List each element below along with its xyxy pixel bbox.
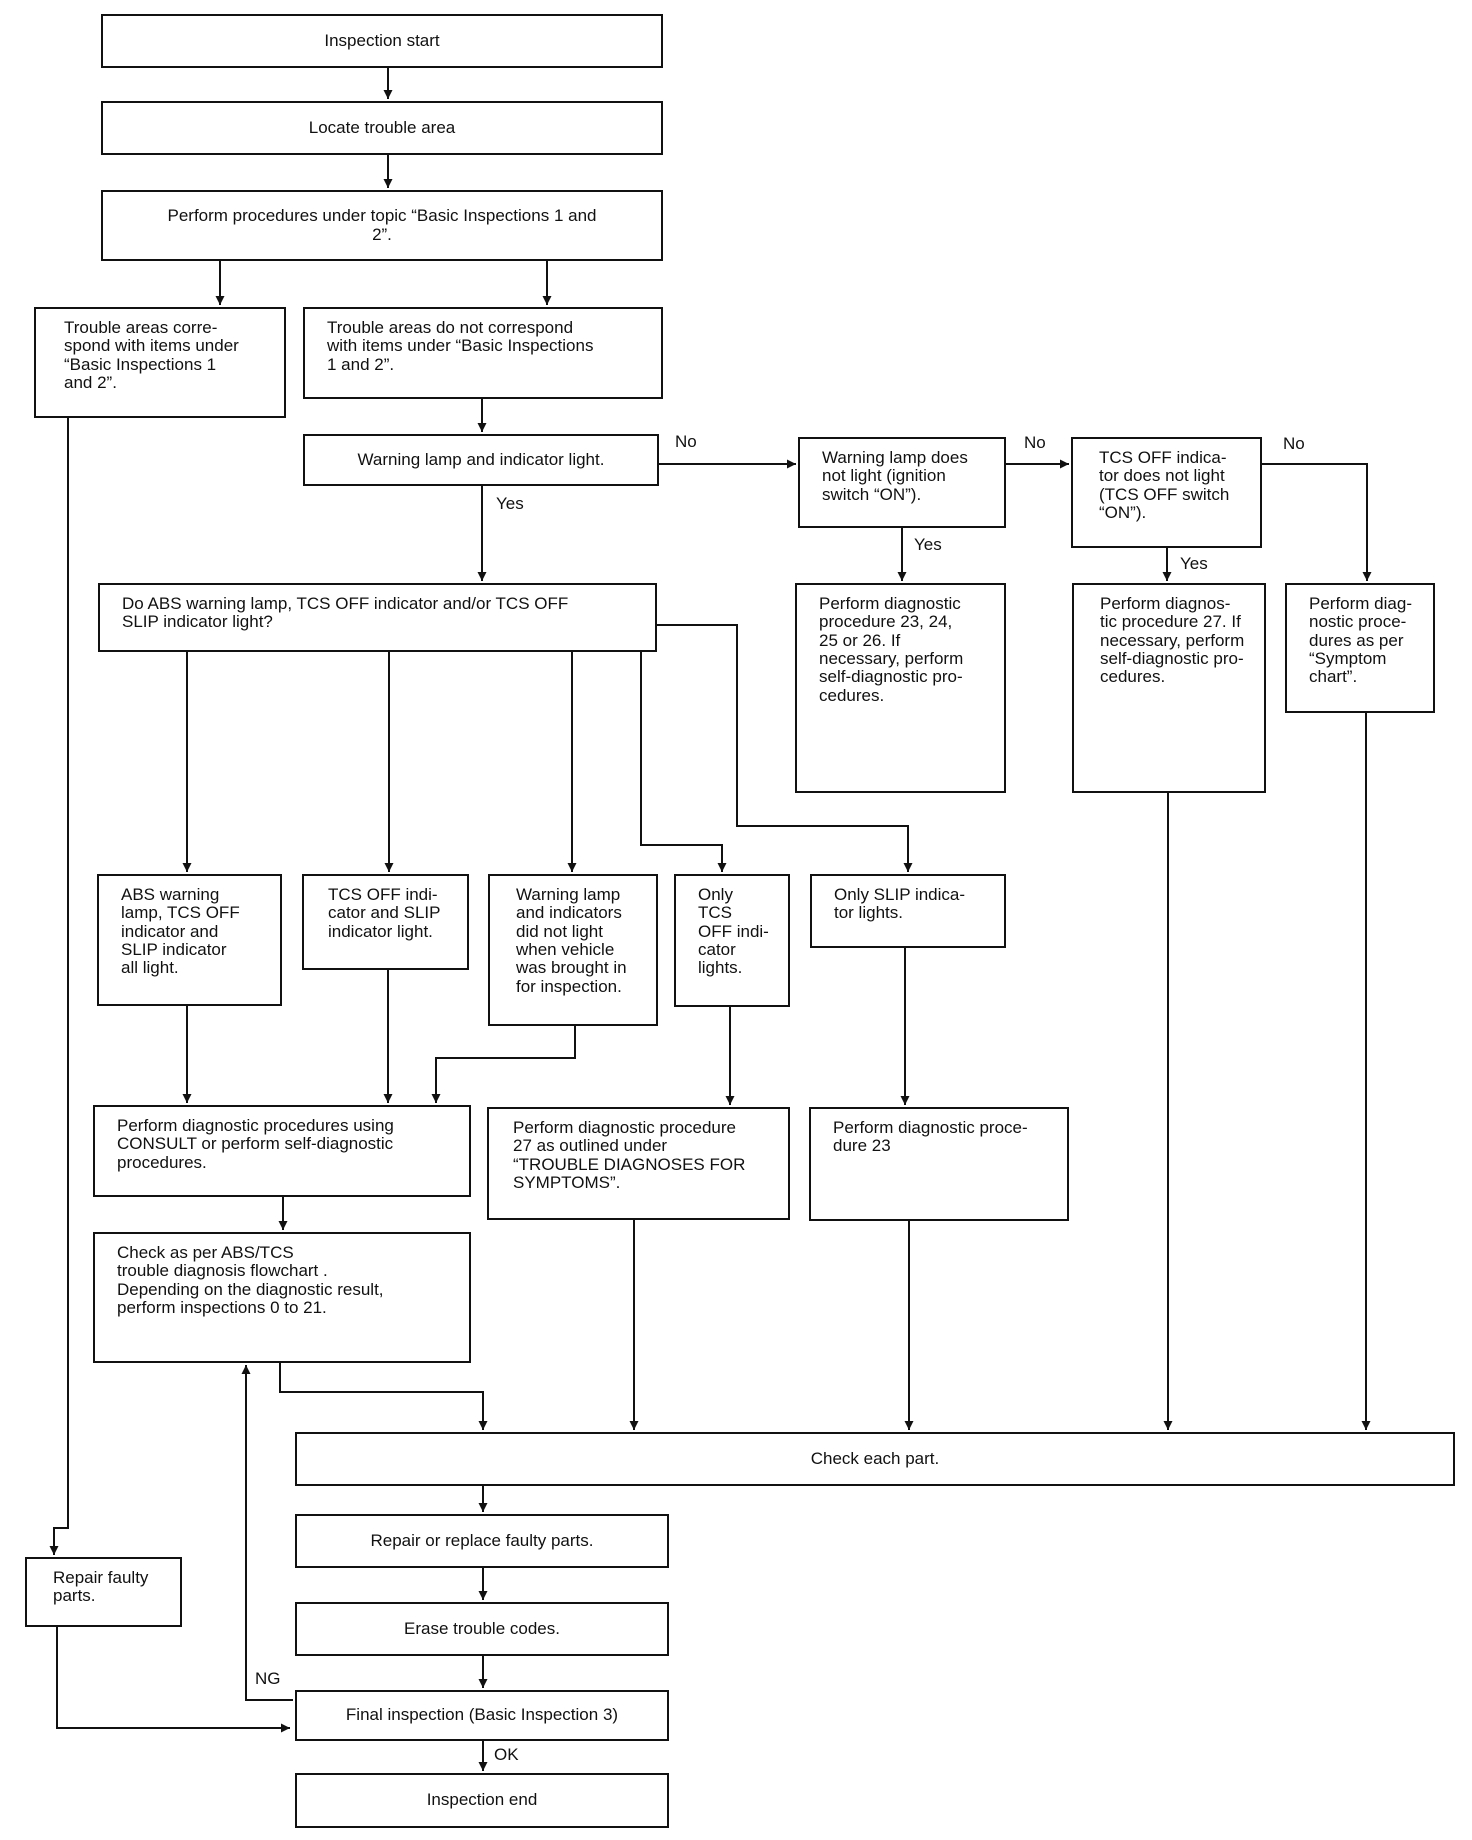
inspection-start-box: Inspection start — [101, 14, 663, 68]
perform-basic-inspections-text: Perform procedures under topic “Basic In… — [167, 206, 597, 244]
inspection-end-box: Inspection end — [295, 1773, 669, 1828]
label-ok: OK — [494, 1745, 519, 1764]
connector-tcs-not-light-no — [1262, 463, 1372, 581]
label-ng: NG — [255, 1669, 281, 1688]
connector-question-to-only-slip — [657, 624, 913, 872]
repair-replace-text: Repair or replace faulty parts. — [370, 1530, 594, 1550]
consult-procedures-text: Perform diagnostic procedures using CONS… — [117, 1116, 394, 1172]
symptom-chart-box: Perform diag- nostic proce- dures as per… — [1285, 583, 1435, 713]
symptom-chart-text: Perform diag- nostic proce- dures as per… — [1309, 594, 1412, 687]
warning-lamp-not-light-text: Warning lamp does not light (ignition sw… — [822, 448, 968, 504]
connector-question-to-only-tcs — [640, 652, 727, 872]
all-light-box: ABS warning lamp, TCS OFF indicator and … — [97, 874, 282, 1006]
connector-final-ng-loop — [241, 1365, 293, 1701]
check-each-part-box: Check each part. — [295, 1432, 1455, 1486]
tcs-slip-light-text: TCS OFF indi- cator and SLIP indicator l… — [328, 885, 441, 941]
label-no-warning: No — [675, 432, 697, 451]
did-not-light-box: Warning lamp and indicators did not ligh… — [488, 874, 658, 1026]
perform-basic-inspections-box: Perform procedures under topic “Basic In… — [101, 190, 663, 261]
check-flowchart-box: Check as per ABS/TCS trouble diagnosis f… — [93, 1232, 471, 1363]
areas-not-correspond-box: Trouble areas do not correspond with ite… — [303, 307, 663, 399]
procedure-27-symptoms-text: Perform diagnostic procedure 27 as outli… — [513, 1118, 746, 1193]
only-tcs-off-box: Only TCS OFF indi- cator lights. — [674, 874, 790, 1007]
only-tcs-off-text: Only TCS OFF indi- cator lights. — [698, 885, 769, 978]
final-inspection-text: Final inspection (Basic Inspection 3) — [345, 1705, 619, 1725]
repair-replace-box: Repair or replace faulty parts. — [295, 1514, 669, 1568]
connector-correspond-to-repair — [49, 418, 69, 1555]
procedure-27-self-box: Perform diagnos- tic procedure 27. If ne… — [1072, 583, 1266, 793]
connector-did-not-light-to-consult — [431, 1026, 576, 1103]
connector-check-flowchart-to-check-each — [279, 1363, 488, 1430]
connector-repair-faulty-to-final — [56, 1586, 290, 1733]
label-yes-lamp: Yes — [914, 535, 942, 554]
label-no-lamp: No — [1024, 433, 1046, 452]
label-no-tcs: No — [1283, 434, 1305, 453]
warning-lamp-indicator-text: Warning lamp and indicator light. — [357, 449, 605, 469]
tcs-off-not-light-box: TCS OFF indica- tor does not light (TCS … — [1071, 437, 1262, 548]
erase-codes-text: Erase trouble codes. — [404, 1618, 560, 1638]
warning-lamp-indicator-box: Warning lamp and indicator light. — [303, 434, 659, 486]
tcs-slip-light-box: TCS OFF indi- cator and SLIP indicator l… — [302, 874, 469, 970]
did-not-light-text: Warning lamp and indicators did not ligh… — [516, 885, 627, 996]
do-lamps-light-box: Do ABS warning lamp, TCS OFF indicator a… — [98, 583, 657, 652]
procedure-23-text: Perform diagnostic proce- dure 23 — [833, 1118, 1028, 1156]
only-slip-box: Only SLIP indica- tor lights. — [810, 874, 1006, 948]
label-yes-tcs: Yes — [1180, 554, 1208, 573]
tcs-off-not-light-text: TCS OFF indica- tor does not light (TCS … — [1099, 448, 1230, 523]
consult-procedures-box: Perform diagnostic procedures using CONS… — [93, 1105, 471, 1197]
label-yes-warning: Yes — [496, 494, 524, 513]
repair-faulty-text: Repair faulty parts. — [53, 1568, 149, 1606]
warning-lamp-not-light-box: Warning lamp does not light (ignition sw… — [798, 437, 1006, 528]
procedure-23-26-box: Perform diagnostic procedure 23, 24, 25 … — [795, 583, 1006, 793]
areas-correspond-box: Trouble areas corre- spond with items un… — [34, 307, 286, 418]
inspection-end-text: Inspection end — [426, 1790, 538, 1810]
do-lamps-light-text: Do ABS warning lamp, TCS OFF indicator a… — [122, 594, 569, 632]
procedure-23-box: Perform diagnostic proce- dure 23 — [809, 1107, 1069, 1221]
erase-codes-box: Erase trouble codes. — [295, 1602, 669, 1656]
locate-trouble-area-text: Locate trouble area — [308, 117, 456, 137]
areas-correspond-text: Trouble areas corre- spond with items un… — [64, 318, 239, 393]
check-flowchart-text: Check as per ABS/TCS trouble diagnosis f… — [117, 1243, 384, 1318]
check-each-part-text: Check each part. — [810, 1448, 940, 1468]
inspection-start-text: Inspection start — [324, 30, 440, 50]
final-inspection-box: Final inspection (Basic Inspection 3) — [295, 1690, 669, 1741]
procedure-23-26-text: Perform diagnostic procedure 23, 24, 25 … — [819, 594, 964, 705]
all-light-text: ABS warning lamp, TCS OFF indicator and … — [121, 885, 240, 978]
repair-faulty-box: Repair faulty parts. — [25, 1557, 182, 1627]
only-slip-text: Only SLIP indica- tor lights. — [834, 885, 966, 923]
procedure-27-symptoms-box: Perform diagnostic procedure 27 as outli… — [487, 1107, 790, 1220]
locate-trouble-area-box: Locate trouble area — [101, 101, 663, 155]
procedure-27-self-text: Perform diagnos- tic procedure 27. If ne… — [1100, 594, 1245, 687]
areas-not-correspond-text: Trouble areas do not correspond with ite… — [327, 318, 594, 374]
